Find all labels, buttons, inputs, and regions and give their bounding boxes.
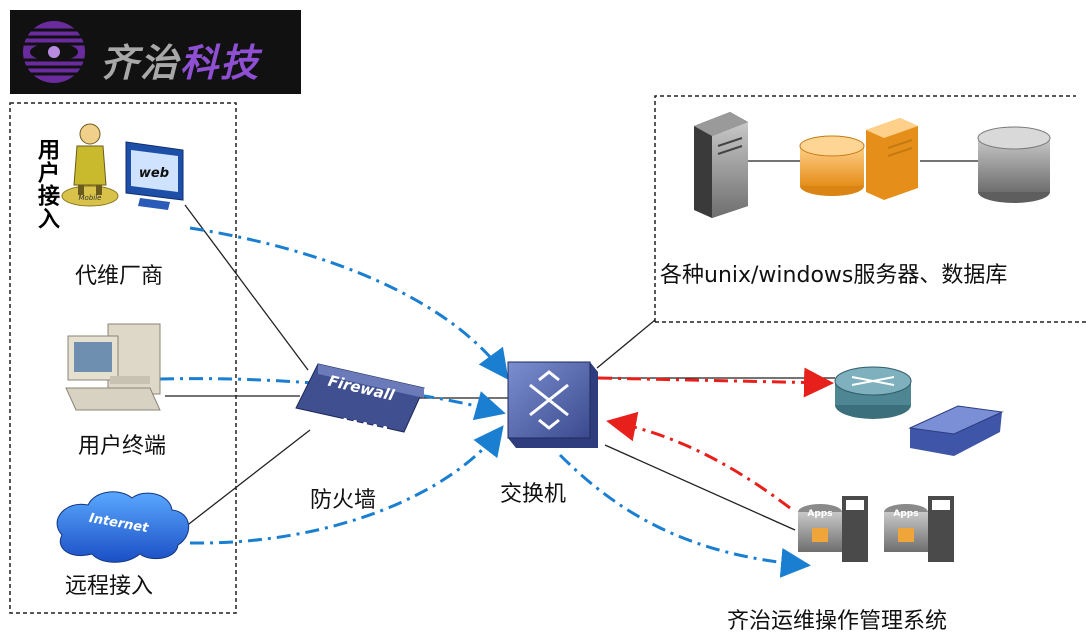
user-flow-arrows (159, 226, 811, 578)
apps-label-1: Apps (807, 509, 832, 519)
monitor-screen-text: web (139, 166, 169, 181)
firewall-icon: Firewall (295, 363, 425, 433)
client-zone-box (9, 102, 237, 614)
logo-emblem-icon (22, 21, 86, 83)
user-access-label: 用户接入 (34, 138, 59, 230)
apps-server-icon-1: Apps (798, 496, 868, 562)
router-icon (834, 366, 912, 419)
firewall-label: 防火墙 (310, 488, 377, 513)
company-logo: 齐治科技 (10, 10, 301, 94)
person-badge-text: Mobile (79, 194, 102, 202)
ops-system-label: 齐治运维操作管理系统 (727, 609, 948, 634)
gray-database-icon (977, 126, 1051, 203)
orange-database-server-icon (799, 118, 918, 200)
apps-server-icon-2: Apps (884, 496, 954, 562)
logo-text: 齐治科技 (100, 32, 260, 87)
person-mobile-icon: Mobile (61, 123, 119, 207)
logo-text-accent: 科技 (180, 41, 261, 85)
switch-label: 交换机 (500, 482, 567, 507)
solid-links (165, 160, 978, 531)
server-zone-box (654, 95, 1076, 322)
network-hub-icon (908, 405, 1004, 456)
servers-label: 各种unix/windows服务器、数据库 (660, 263, 1008, 288)
vendor-label: 代维厂商 (75, 264, 164, 289)
web-monitor-icon: web (125, 141, 184, 210)
internet-cloud-icon: Internet (56, 491, 189, 563)
user-terminal-label: 用户终端 (78, 434, 167, 459)
server-tower-icon (694, 112, 748, 218)
apps-label-2: Apps (893, 509, 918, 519)
logo-text-main: 齐治 (100, 41, 181, 85)
audit-flow-arrows (597, 367, 834, 510)
desktop-pc-icon (65, 323, 161, 411)
remote-access-label: 远程接入 (65, 574, 154, 599)
switch-icon (507, 361, 598, 448)
